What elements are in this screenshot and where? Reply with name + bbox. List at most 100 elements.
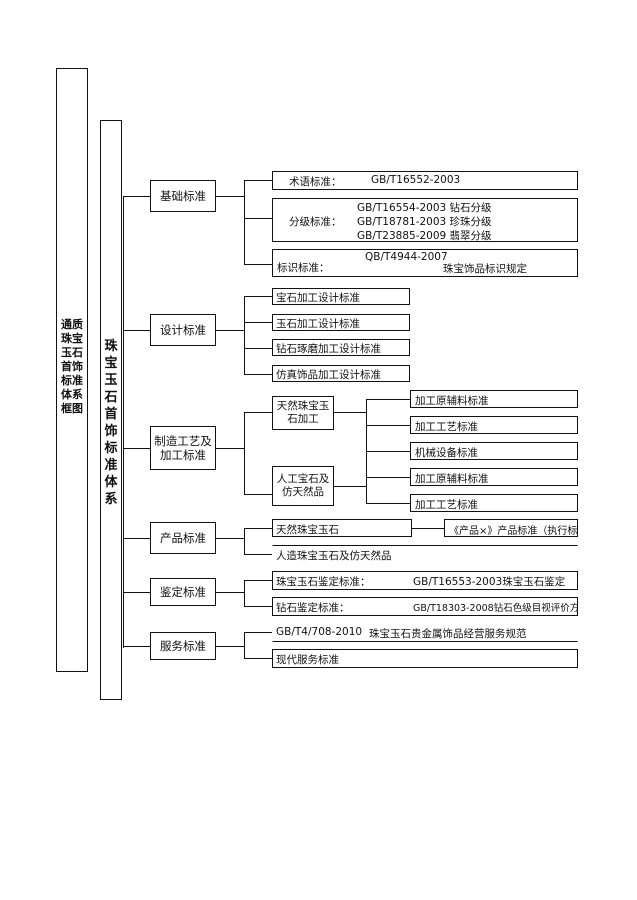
connector [216, 646, 244, 648]
process-item-label: 加工工艺标准 [415, 421, 478, 433]
grading-standard-box: 分级标准： GB/T16554-2003 钻石分级 GB/T18781-2003… [272, 198, 578, 242]
connector [123, 330, 150, 332]
design-item: 钻石琢磨加工设计标准 [272, 339, 410, 356]
connector [244, 632, 246, 658]
service-item-1-desc: 珠宝玉石贵金属饰品经营服务规范 [369, 628, 527, 640]
grading-standard-label: 分级标准： [289, 216, 342, 228]
connector [244, 322, 272, 324]
connector [366, 399, 368, 425]
connector [366, 425, 410, 427]
connector [244, 180, 272, 182]
testing-item-1-box: 珠宝玉石鉴定标准： GB/T16553-2003珠宝玉石鉴定 [272, 571, 578, 590]
connector [216, 538, 244, 540]
connector [244, 580, 246, 606]
category-testing: 鉴定标准 [150, 578, 216, 606]
connector [244, 180, 246, 264]
category-product: 产品标准 [150, 522, 216, 554]
grading-item-3: GB/T23885-2009 翡翠分级 [357, 230, 492, 242]
connector [123, 538, 150, 540]
process-item: 机械设备标准 [410, 442, 578, 460]
product-natural-box: 天然珠宝玉石 [272, 519, 412, 537]
connector [244, 658, 272, 660]
connector [244, 580, 272, 582]
category-process: 制造工艺及加工标准 [150, 426, 216, 470]
root-box [56, 68, 88, 672]
connector [244, 528, 246, 554]
process-item: 加工工艺标准 [410, 416, 578, 434]
design-item: 宝石加工设计标准 [272, 288, 410, 305]
connector [244, 494, 272, 496]
process-item-label: 加工原辅料标准 [415, 473, 489, 485]
connector [216, 196, 244, 198]
grading-item-2: GB/T18781-2003 珍珠分级 [357, 216, 492, 228]
design-item: 仿真饰品加工设计标准 [272, 365, 410, 382]
mark-standard-code: QB/T4944-2007 [365, 251, 448, 263]
product-artificial-label: 人造珠宝玉石及仿天然品 [276, 550, 392, 562]
connector [216, 330, 244, 332]
testing-item-2-code: GB/T18303-2008钻石色级目视评价方 [413, 603, 578, 614]
connector [244, 606, 272, 608]
main-connector [123, 196, 125, 648]
process-item-label: 加工原辅料标准 [415, 395, 489, 407]
connector [216, 448, 244, 450]
connector [334, 412, 366, 414]
connector [366, 503, 410, 505]
connector [123, 592, 150, 594]
service-item-1-box: GB/T4/708-2010 珠宝玉石贵金属饰品经营服务规范 [272, 623, 578, 642]
connector [366, 477, 368, 503]
system-box [100, 120, 122, 700]
service-item-2-label: 现代服务标准 [276, 654, 339, 666]
connector [216, 592, 244, 594]
connector [123, 646, 150, 648]
category-design: 设计标准 [150, 314, 216, 346]
connector [244, 218, 272, 220]
product-natural-std-label: 《产品×》产品标准（执行标） [449, 526, 578, 537]
service-item-1-code: GB/T4/708-2010 [276, 626, 363, 638]
connector [244, 296, 246, 374]
process-item: 加工原辅料标准 [410, 390, 578, 408]
connector [412, 528, 444, 530]
connector [244, 348, 272, 350]
artificial-processing-box: 人工宝石及仿天然品 [272, 466, 334, 506]
connector [366, 477, 410, 479]
connector [244, 412, 272, 414]
grading-item-1: GB/T16554-2003 钻石分级 [357, 202, 492, 214]
connector [366, 451, 410, 453]
mark-standard-label: 标识标准： [277, 262, 330, 274]
product-artificial-box: 人造珠宝玉石及仿天然品 [272, 545, 578, 563]
process-item: 加工工艺标准 [410, 494, 578, 512]
term-standard-code: GB/T16552-2003 [371, 174, 461, 186]
mark-standard-box: 标识标准： QB/T4944-2007 珠宝饰品标识规定 [272, 249, 578, 277]
connector [244, 264, 272, 266]
testing-item-2-box: 钻石鉴定标准： GB/T18303-2008钻石色级目视评价方 [272, 597, 578, 616]
design-item-label: 仿真饰品加工设计标准 [276, 369, 381, 381]
root-title: 通质珠宝玉石首饰标准体系框图 [61, 318, 83, 415]
category-service: 服务标准 [150, 632, 216, 660]
testing-item-1-code: GB/T16553-2003珠宝玉石鉴定 [413, 576, 566, 588]
system-title: 珠宝玉石首饰标准体系 [104, 339, 118, 507]
connector [123, 448, 150, 450]
connector [244, 412, 246, 494]
design-item-label: 宝石加工设计标准 [276, 292, 360, 304]
design-item-label: 钻石琢磨加工设计标准 [276, 343, 381, 355]
connector [244, 374, 272, 376]
process-item: 加工原辅料标准 [410, 468, 578, 486]
category-basic: 基础标准 [150, 180, 216, 212]
connector [244, 632, 272, 634]
design-item: 玉石加工设计标准 [272, 314, 410, 331]
connector [366, 399, 410, 401]
connector [244, 528, 272, 530]
connector [244, 296, 272, 298]
testing-item-1-label: 珠宝玉石鉴定标准： [276, 576, 371, 588]
connector [334, 486, 366, 488]
product-natural-label: 天然珠宝玉石 [276, 524, 339, 536]
term-standard-label: 术语标准： [289, 176, 342, 188]
connector [244, 554, 272, 556]
testing-item-2-label: 钻石鉴定标准： [276, 602, 350, 614]
design-item-label: 玉石加工设计标准 [276, 318, 360, 330]
natural-processing-box: 天然珠宝玉石加工 [272, 396, 334, 430]
process-item-label: 加工工艺标准 [415, 499, 478, 511]
term-standard-box: 术语标准： GB/T16552-2003 [272, 171, 578, 190]
product-natural-std-box: 《产品×》产品标准（执行标） [444, 519, 578, 537]
